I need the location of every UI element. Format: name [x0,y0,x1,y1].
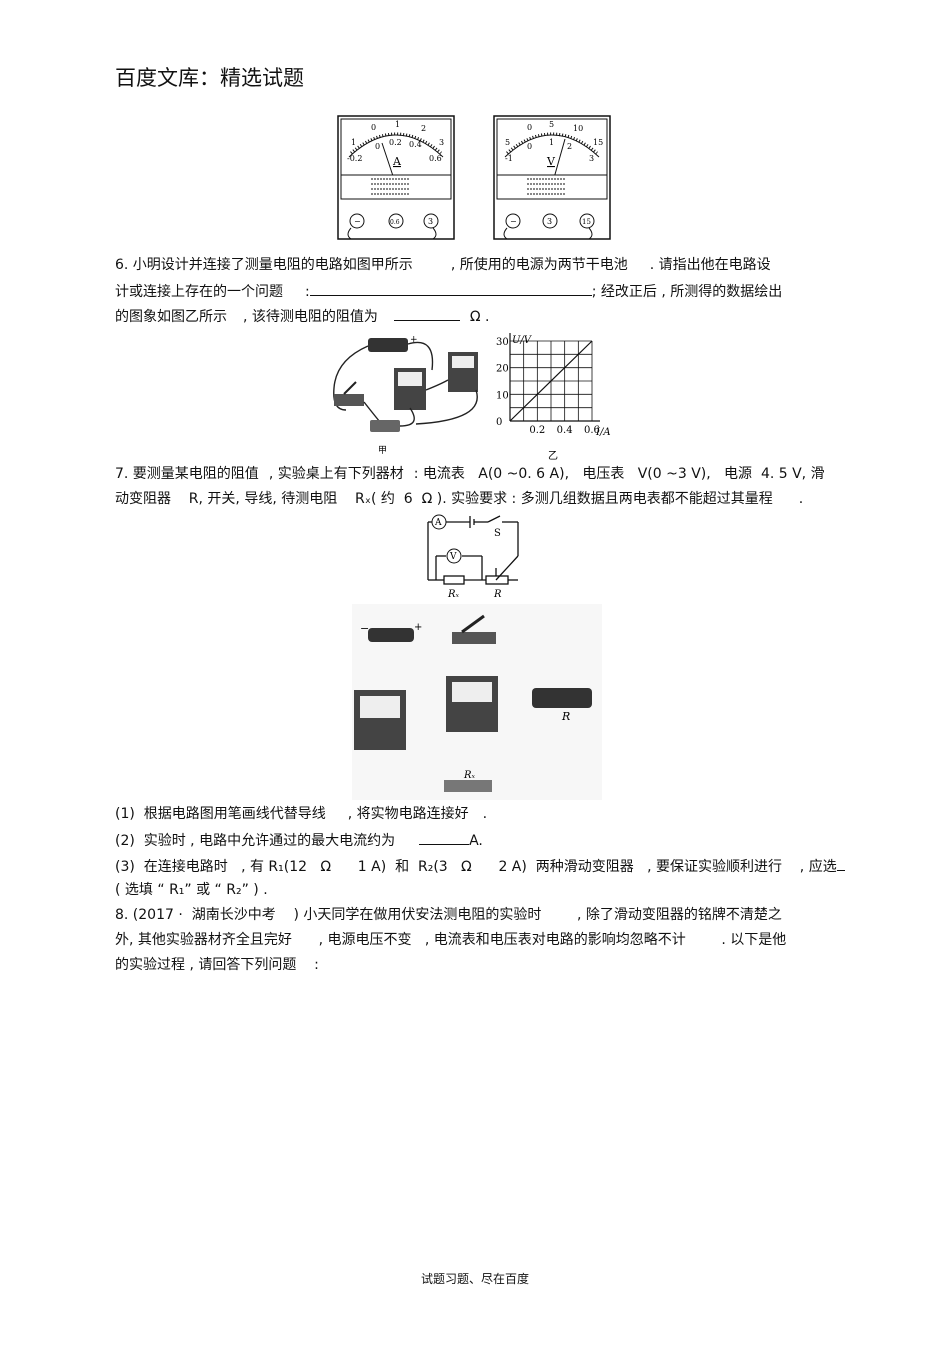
chart-y-tick-label: 20 [496,364,509,375]
chart-x-tick-label: 0.6 [584,425,600,436]
q7-sub2-text-a: (2) 实验时 , 电路中允许通过的最大电流约为 [115,833,396,849]
chart-y-tick-label: 0 [496,417,502,428]
q8-line-2: 外, 其他实验器材齐全且完好 , 电源电压不变 , 电流表和电压表对电路的影响均… [115,932,787,948]
circuit-diagram: A V S Rₓ R [427,514,519,600]
ammeter-scale-top-0: 1 [351,138,356,147]
q7-sub1-text-a: (1) 根据电路图用笔画线代替导线 [115,806,326,822]
figure-label-yi: 乙 [548,450,558,462]
voltmeter-scale-top-1: 0 [527,123,532,132]
voltmeter-scale-top-4: 15 [593,138,603,147]
circuit-ammeter-label: A [434,518,442,528]
voltmeter-scale-bottom-3: 2 [567,142,572,151]
ammeter-scale-bottom-2: 0.2 [389,138,402,147]
chart-y-tick-label: 10 [496,390,509,401]
chart-y-tick-label: 30 [496,337,509,348]
q7-sub-3: (3) 在连接电路时 , 有 R₁(12 Ω 1 A) 和 R₂(3 Ω 2 A… [115,856,845,876]
ammeter-scale-bottom-0: -0.2 [347,154,362,163]
ui-graph-yi: 0.2 0.4 0.6 0 10 20 30 U/V I/A 乙 [496,333,611,462]
voltmeter-scale-top-3: 10 [573,124,583,133]
voltmeter-figure: 5 0 5 10 15 -1 0 1 2 3 V − 3 15 [493,115,611,240]
circuit-rx-label: Rₓ [447,589,460,600]
lab-equipment-photo: − + R Rₓ [352,604,602,800]
q6-text-3c: Ω . [469,309,490,325]
chart-ticks: 0.2 0.4 0.6 0 10 20 30 [496,337,600,436]
voltmeter-scale-bottom-0: -1 [505,154,513,163]
q6-problem-blank[interactable] [309,281,592,296]
q6-resistance-blank[interactable] [393,306,460,321]
ammeter-terminal-2: 3 [428,217,433,226]
q7-sub1-text-c: . [482,806,488,822]
ammeter-terminal-1: 0.6 [390,219,400,226]
battery-plus-sign: + [410,335,418,345]
q8-line-3: 的实验过程 , 请回答下列问题 : [115,957,319,973]
voltmeter-scale-top-0: 5 [505,138,510,147]
q7-line-2: 动变阻器 R, 开关, 导线, 待测电阻 Rₓ( 约 6 Ω ). 实验要求 :… [115,490,803,508]
q7-sub1-text-b: , 将实物电路连接好 [347,806,469,822]
q7-max-current-blank[interactable] [419,830,470,845]
chart-x-tick-label: 0.4 [557,425,573,436]
circuit-r-label: R [493,589,502,600]
q7-text-2a: 动变阻器 R, 开关, 导线, 待测电阻 Rₓ( 约 6 Ω ). 实验要求 :… [115,491,773,507]
q6-text-2a: 计或连接上存在的一个问题 [115,284,283,300]
q6-text-1c: . 请指出他在电路设 [649,257,771,273]
q6-text-3a: 的图象如图乙所示 [115,309,227,325]
q6-line-1: 6. 小明设计并连接了测量电阻的电路如图甲所示 , 所使用的电源为两节干电池 . 请… [115,256,771,274]
voltmeter-scale-bottom-1: 0 [527,142,532,151]
voltmeter-terminal-2: 15 [582,218,591,226]
q7-sub3-text: (3) 在连接电路时 , 有 R₁(12 Ω 1 A) 和 R₂(3 Ω 2 A… [115,859,837,875]
q6-text-2b: : [305,284,310,300]
ammeter-terminal-0: − [354,217,361,226]
page-footer: 试题习题、尽在百度 [420,1272,529,1286]
q6-text-1a: 6. 小明设计并连接了测量电阻的电路如图甲所示 [115,257,413,273]
voltmeter-terminal-0: − [510,217,517,226]
q7-text-1b: , 实验桌上有下列器材 [268,466,404,482]
q7-text-2b: . [798,491,804,507]
q6-text-2c: ; 经改正后 , 所测得的数据绘出 [591,284,783,300]
q7-text-1c: : 电流表 A(0 ~0. 6 A), 电压表 V(0 ~3 V), 电源 4.… [413,466,825,482]
ammeter-figure: 1 0 1 2 3 -0.2 0 0.2 0.4 0.6 A − 0.6 3 [337,115,455,240]
ammeter-scale-top-2: 1 [395,120,400,129]
chart-series [509,340,593,422]
q7-line-1: 7. 要测量某电阻的阻值 , 实验桌上有下列器材 : 电流表 A(0 ~0. 6 A… [115,465,825,483]
circuit-voltmeter-label: V [449,552,457,562]
page-header-title: 百度文库：精选试题 [115,66,304,90]
chart-series-line [509,340,593,422]
circuit-switch-label: S [494,528,501,539]
chart-x-tick-label: 0.2 [529,425,545,436]
q6-text-3b: , 该待测电阻的阻值为 [243,309,378,325]
circuit-photo-jia: + 甲 [333,335,478,455]
rx-part-label: Rₓ [463,770,476,781]
q7-choice-blank[interactable] [836,856,845,871]
ammeter-scale-top-4: 3 [439,138,444,147]
ammeter-scale-top-3: 2 [421,124,426,133]
chart-y-axis-label: U/V [512,335,533,346]
q7-text-1a: 7. 要测量某电阻的阻值 [115,466,259,482]
rheostat-label: R [561,710,570,723]
ammeter-scale-top-1: 0 [371,123,376,132]
q6-line-3: 的图象如图乙所示 , 该待测电阻的阻值为 Ω . [115,306,490,326]
q6-text-1b: , 所使用的电源为两节干电池 [450,257,628,273]
voltmeter-terminal-1: 3 [547,217,552,226]
q7-sub-2: (2) 实验时 , 电路中允许通过的最大电流约为 A. [115,830,483,850]
battery-plus-sign-2: + [414,622,422,633]
q7-sub2-text-b: A. [469,833,483,849]
chart-x-axis-label: I/A [595,427,611,438]
figure-label-jia: 甲 [378,445,387,455]
chart-axes [509,333,600,422]
voltmeter-scale-bottom-4: 3 [589,154,594,163]
q8-line-1: 8. (2017 · 湖南长沙中考 ) 小天同学在做用伏安法测电阻的实验时 , … [115,907,782,923]
battery-minus-sign: − [360,622,369,635]
ammeter-scale-bottom-4: 0.6 [429,154,442,163]
voltmeter-scale-top-2: 5 [549,120,554,129]
ammeter-scale-bottom-3: 0.4 [409,140,422,149]
voltmeter-scale-bottom-2: 1 [549,138,554,147]
ammeter-scale-bottom-1: 0 [375,142,380,151]
ammeter-unit-label: A [392,155,402,168]
q7-sub-1: (1) 根据电路图用笔画线代替导线 , 将实物电路连接好. [115,805,487,823]
q6-line-2: 计或连接上存在的一个问题: ; 经改正后 , 所测得的数据绘出 [115,281,782,301]
q7-sub3b-text: ( 选填 “ R₁” 或 “ R₂” ) . [115,882,268,898]
voltmeter-unit-label: V [546,155,556,168]
q7-sub-3b: ( 选填 “ R₁” 或 “ R₂” ) . [115,881,268,899]
